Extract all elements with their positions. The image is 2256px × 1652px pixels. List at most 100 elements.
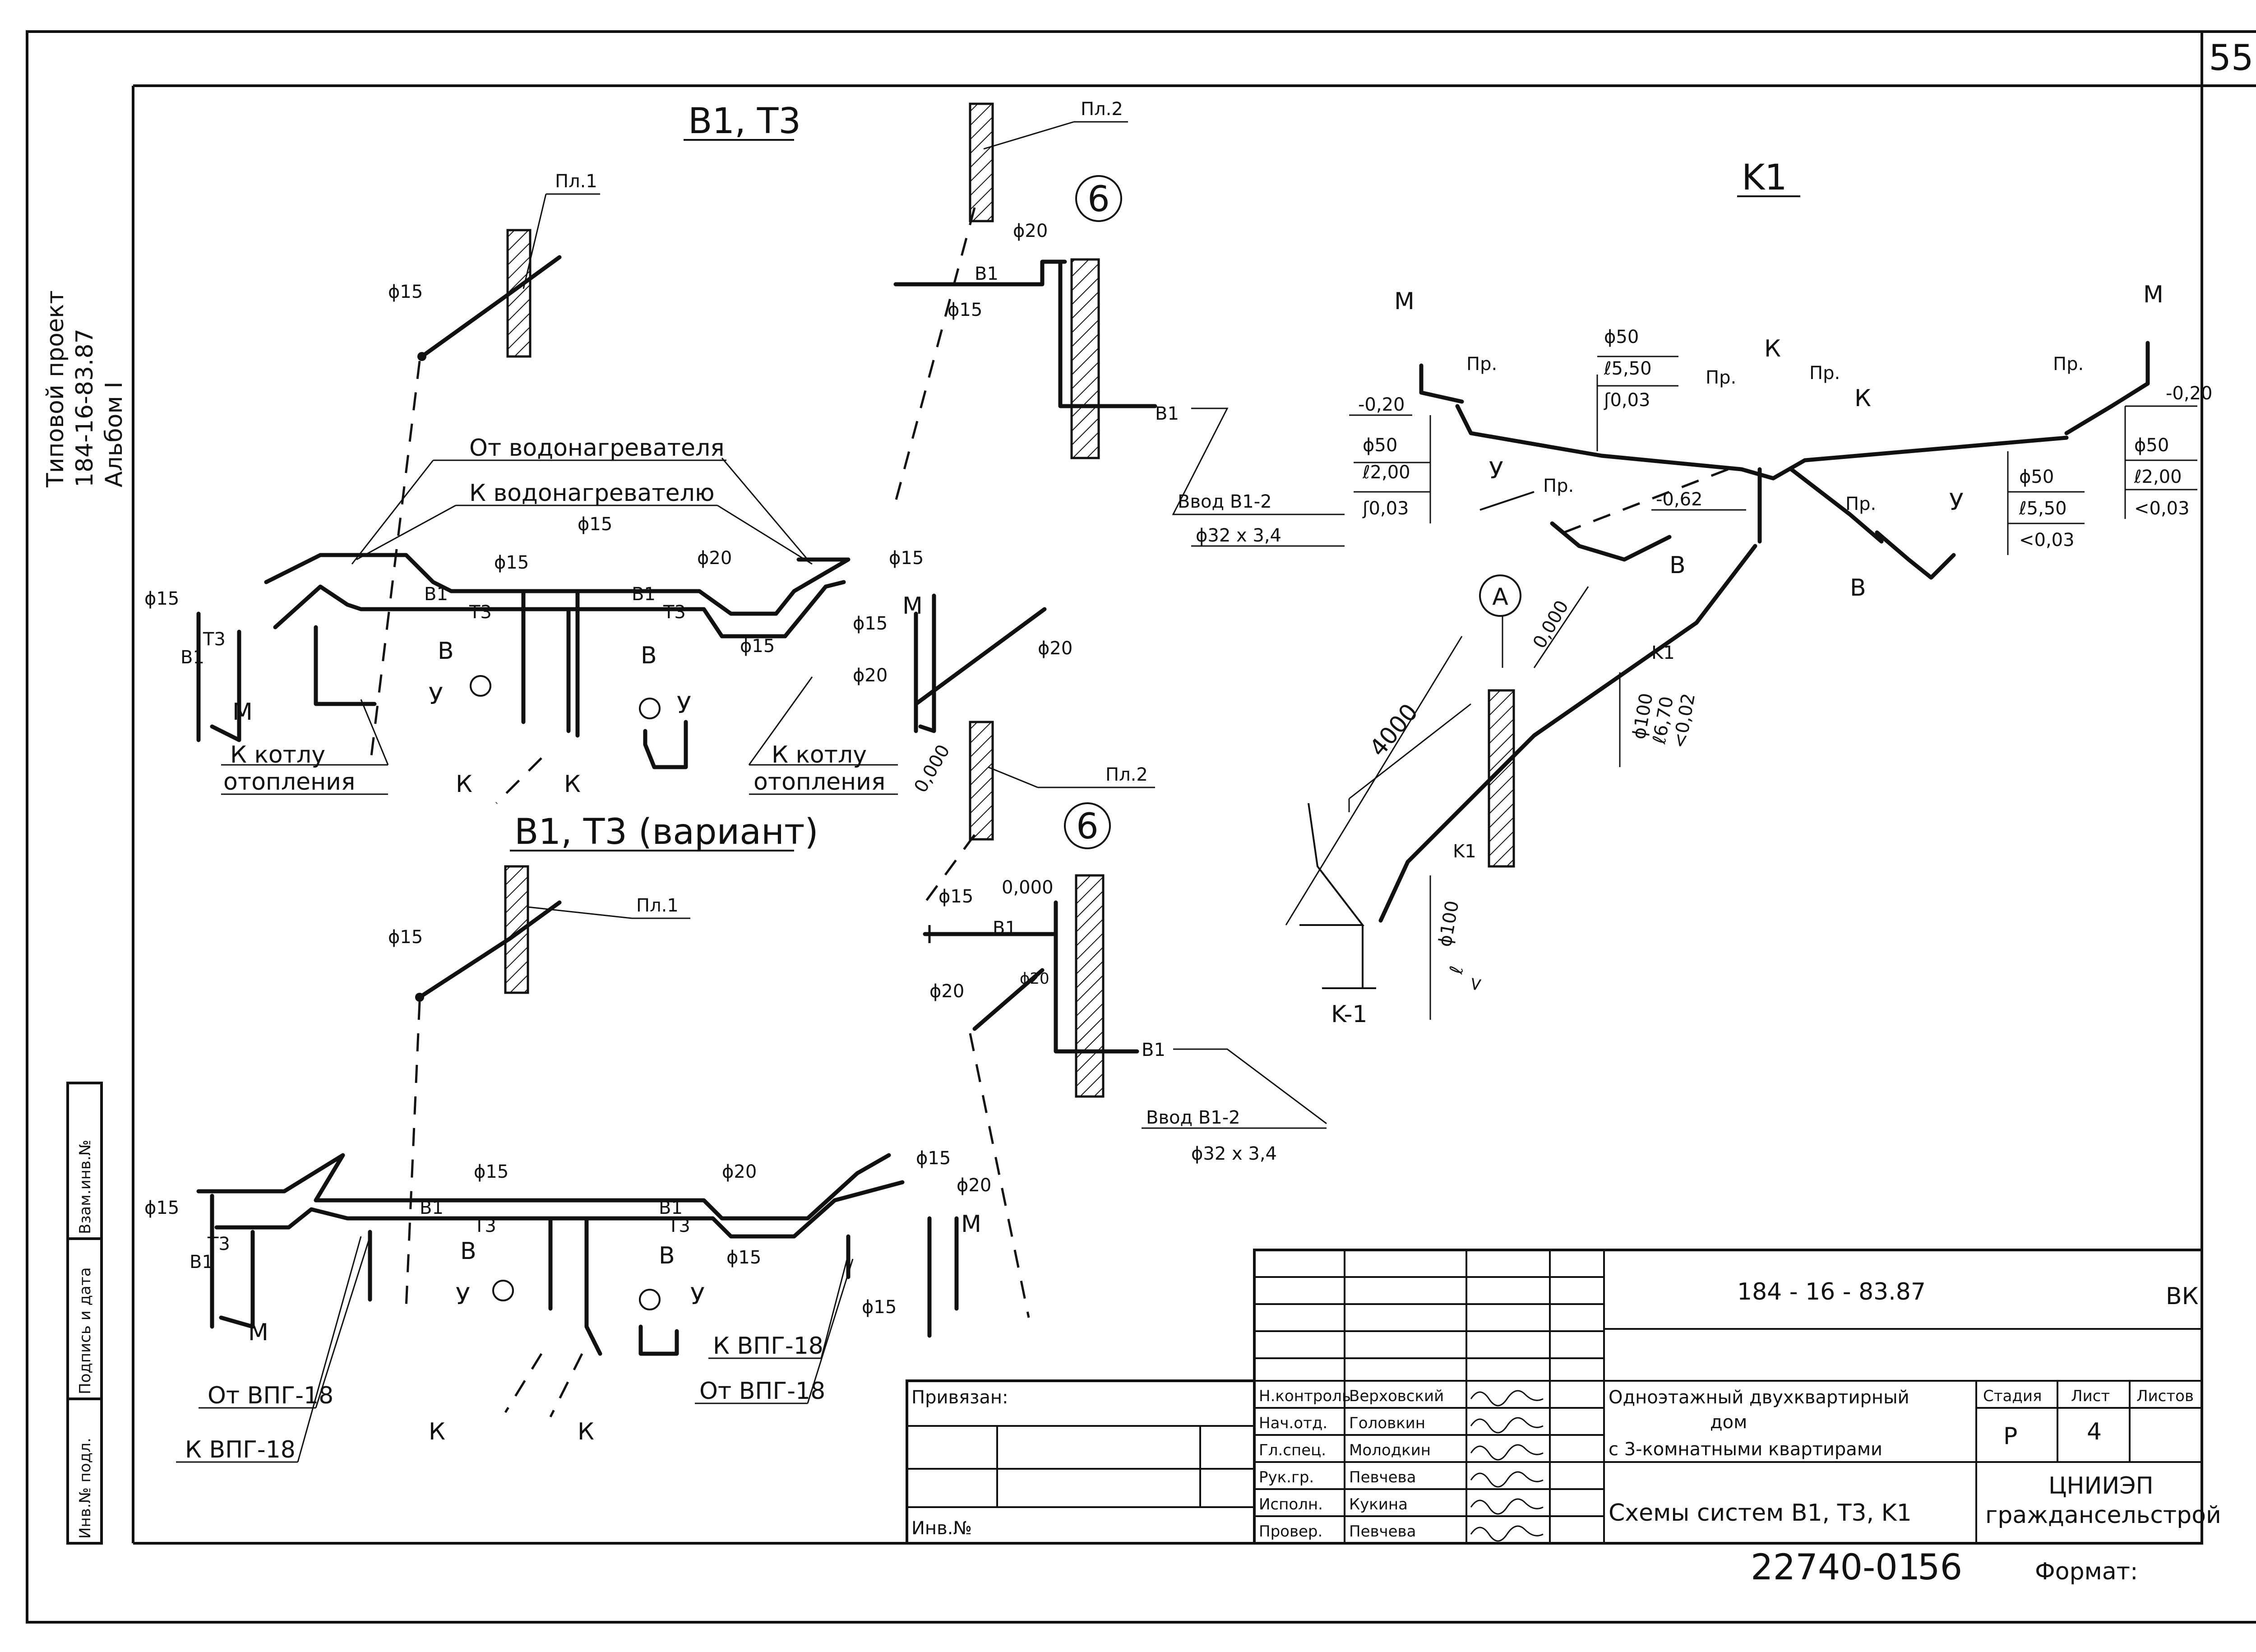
k1-marker-a-label: A	[1492, 583, 1508, 611]
k1-right-elev: -0,20	[2166, 383, 2213, 404]
tb-org-1: ЦНИИЭП	[2048, 1472, 2154, 1499]
fixture-v-right: В	[641, 642, 657, 669]
main-d15-a: ϕ15	[494, 552, 529, 573]
variant-t3-b: T3	[667, 1216, 690, 1236]
main-b1-a: B1	[424, 584, 448, 605]
k1-m-right: М	[2143, 281, 2164, 308]
variant-d20-right: ϕ20	[957, 1175, 991, 1196]
k1-top-l: ℓ5,50	[1604, 358, 1652, 379]
marker-6-label: 6	[1087, 179, 1110, 220]
to-vpg-left: К ВПГ-18	[185, 1436, 296, 1463]
to-boiler-right-1: К котлу	[772, 741, 867, 768]
scheme-b1-t3: B1, T3 Пл.1 ϕ15 Пл.2 6 ϕ20 ϕ15 B1 B1 Вво…	[144, 99, 1345, 804]
tb-role-3: Гл.спец.	[1259, 1441, 1326, 1459]
variant-elev0: 0,000	[1002, 877, 1054, 898]
to-boiler-left-1: К котлу	[230, 741, 325, 768]
k1-pr-lower: Пр.	[1845, 494, 1876, 514]
k1-v-right: В	[1850, 574, 1866, 602]
k1-rm-slope: <0,03	[2019, 530, 2075, 551]
k1-pr-mid: Пр.	[1543, 476, 1574, 496]
variant-marker-6	[1064, 802, 1111, 849]
marker-6	[1075, 175, 1122, 222]
title-block: 184 - 16 - 83.87 ВК Привязан: Инв.№ Н.ко…	[906, 1249, 2221, 1545]
variant-u-left: У	[456, 1283, 470, 1310]
k1-pr-center2: Пр.	[1809, 363, 1840, 384]
scheme-k1-title: K1	[1742, 157, 1787, 198]
variant-v-left: В	[460, 1238, 476, 1265]
k1-marker-a	[1479, 574, 1521, 617]
variant-d15-low: ϕ15	[862, 1297, 897, 1318]
variant-right-m: М	[961, 1211, 981, 1238]
variant-left-d15: ϕ15	[144, 1198, 179, 1218]
k1-lower-l: ℓ	[1446, 964, 1467, 976]
left-d15: ϕ15	[144, 588, 179, 609]
variant-left-b1: B1	[190, 1252, 213, 1273]
variant-input-label: Ввод В1-2	[1146, 1107, 1240, 1128]
variant-d15: ϕ15	[388, 927, 423, 948]
left-b1: B1	[180, 647, 204, 668]
main-d20-b: ϕ20	[853, 665, 888, 686]
k1-wall	[1488, 689, 1515, 868]
side-stamp-line-3: Альбом I	[101, 382, 128, 487]
k1-mid-elev: -0,62	[1656, 489, 1703, 510]
k1-section-label: K-1	[1331, 1001, 1368, 1028]
tb-role-4: Рук.гр.	[1259, 1468, 1314, 1486]
k1-left-elev: -0,20	[1358, 394, 1405, 415]
fixture-v-left: В	[438, 638, 454, 665]
k1-lower-k1: K1	[1453, 841, 1476, 862]
tb-role-2: Нач.отд.	[1259, 1414, 1327, 1432]
page-number: 55	[2209, 38, 2253, 79]
tb-object-2: дом	[1710, 1412, 1747, 1433]
variant-b1-a: B1	[420, 1198, 444, 1218]
k1-left-d: ϕ50	[1363, 435, 1397, 456]
tb-stage: Р	[2003, 1423, 2017, 1450]
variant-pl2-label: Пл.2	[1105, 764, 1148, 785]
variant-pl1-label: Пл.1	[636, 895, 679, 916]
variant-elev0-top: 0,000	[910, 741, 954, 796]
variant-riser-d20: ϕ20	[929, 981, 964, 1002]
tb-mark: ВК	[2166, 1283, 2199, 1310]
page-number-box: 55	[2201, 30, 2256, 87]
side-stamp-line-1: Типовой проект	[42, 290, 69, 488]
main-d15-c: ϕ15	[740, 636, 775, 657]
tb-name-2: Головкин	[1349, 1414, 1425, 1432]
left-col-replace: Взам.инв.№	[76, 1140, 94, 1234]
tb-object-3: с 3-комнатными квартирами	[1609, 1439, 1882, 1460]
variant-input-pipe: ϕ32 х 3,4	[1191, 1143, 1277, 1164]
variant-input-b1: B1	[1142, 1040, 1165, 1060]
variant-v-right: В	[659, 1242, 675, 1269]
variant-t3-a: T3	[473, 1216, 496, 1236]
k1-rm-d: ϕ50	[2019, 467, 2054, 487]
tb-role-5: Исполн.	[1259, 1495, 1323, 1513]
d15-label: ϕ15	[388, 282, 423, 302]
main-d20: ϕ20	[697, 548, 732, 569]
variant-riser-d20b: ϕ20	[1020, 970, 1049, 988]
variant-marker-6-label: 6	[1076, 806, 1099, 847]
from-vpg-left: От ВПГ-18	[208, 1382, 333, 1409]
variant-left-m: М	[248, 1319, 268, 1346]
tb-code: 184 - 16 - 83.87	[1737, 1278, 1926, 1305]
from-vpg-right: От ВПГ-18	[699, 1378, 825, 1405]
fixture-u-left: У	[429, 683, 443, 710]
k1-top-slope: ʃ0,03	[1604, 390, 1650, 411]
k1-dim-4000: 4000	[1364, 699, 1424, 762]
scheme-b1t3-title: B1, T3	[688, 101, 801, 142]
k1-rm-l: ℓ5,50	[2019, 498, 2067, 519]
variant-k-left: К	[429, 1418, 445, 1445]
tb-name-3: Молодкин	[1349, 1441, 1431, 1459]
k1-m-left: М	[1394, 288, 1415, 315]
input-label: Ввод В1-2	[1178, 491, 1272, 512]
tb-name-4: Певчева	[1349, 1468, 1416, 1486]
variant-d15-right: ϕ15	[916, 1148, 951, 1169]
wall-pl2-label: Пл.2	[1081, 99, 1123, 120]
to-vpg-right: К ВПГ-18	[713, 1333, 823, 1360]
tb-stage-label: Стадия	[1983, 1387, 2042, 1405]
doc-page: 56	[1918, 1547, 1962, 1588]
wall-riser	[1070, 258, 1100, 459]
tb-name-1: Верховский	[1349, 1387, 1444, 1405]
left-t3: T3	[203, 629, 226, 650]
k1-pr-left: Пр.	[1466, 354, 1497, 375]
riser-d20: ϕ20	[1013, 221, 1048, 241]
left-columns: Инв.№ подл. Подпись и дата Взам.инв.№	[66, 1082, 103, 1545]
fixture-k-right: К	[564, 771, 581, 798]
